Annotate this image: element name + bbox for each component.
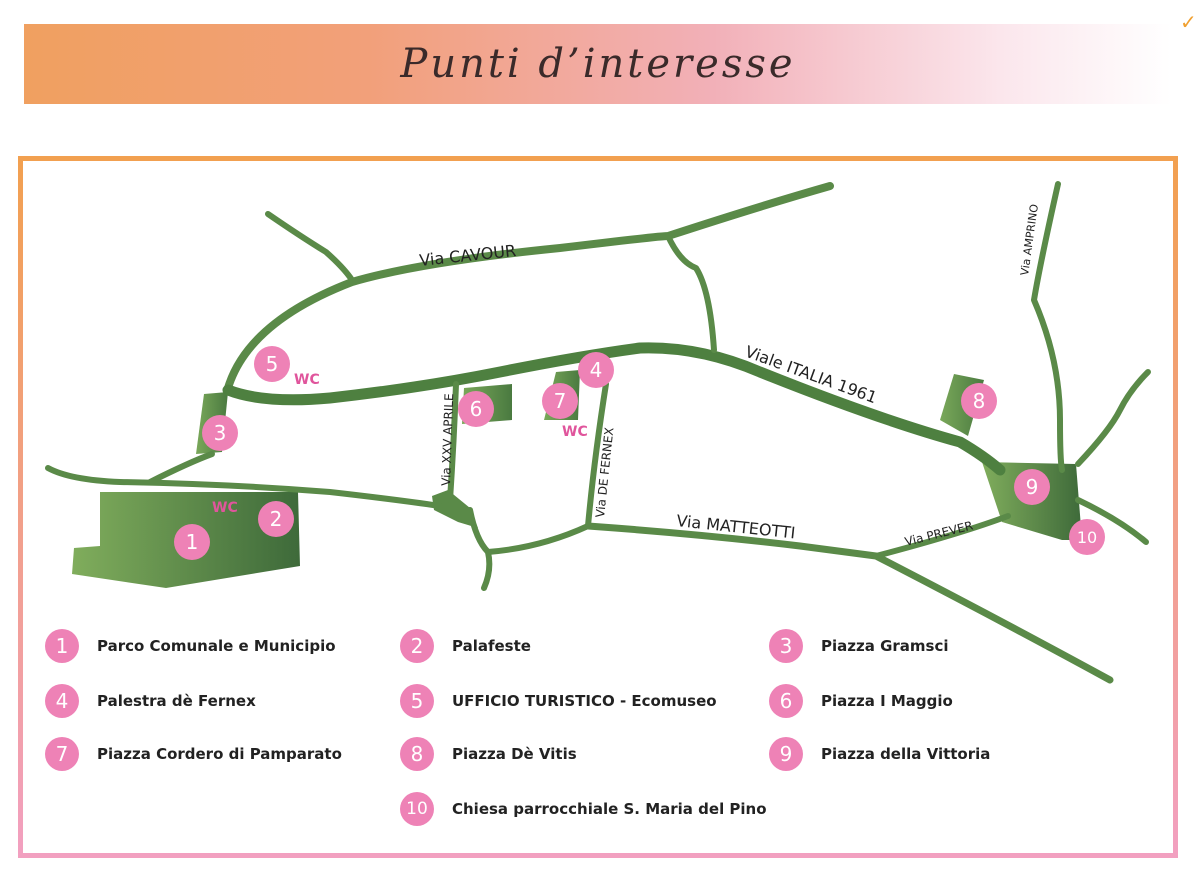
road-italia xyxy=(222,342,1006,476)
legend-badge: 10 xyxy=(400,792,434,826)
road-prever xyxy=(873,513,1011,559)
legend-badge: 9 xyxy=(769,737,803,771)
map-marker-8-label: 8 xyxy=(973,389,986,413)
map-marker-3[interactable]: 3 xyxy=(202,415,238,451)
legend-label: UFFICIO TURISTICO - Ecomuseo xyxy=(452,692,717,710)
map-marker-2[interactable]: 2 xyxy=(258,501,294,537)
road-south xyxy=(467,507,493,591)
legend-item-10: 10 Chiesa parrocchiale S. Maria del Pino xyxy=(400,791,767,827)
map-roads xyxy=(45,181,1151,684)
street-labels: Via CAVOUR Viale ITALIA 1961 Via XXV APR… xyxy=(418,203,1041,549)
map-marker-1[interactable]: 1 xyxy=(174,524,210,560)
map-marker-4-label: 4 xyxy=(590,358,603,382)
legend-label: Parco Comunale e Municipio xyxy=(97,637,336,655)
legend-item-5: 5 UFFICIO TURISTICO - Ecomuseo xyxy=(400,683,717,719)
legend-item-4: 4 Palestra dè Fernex xyxy=(45,683,256,719)
map-frame xyxy=(18,156,1178,858)
road-gramsci-link xyxy=(147,451,215,485)
legend-item-1: 1 Parco Comunale e Municipio xyxy=(45,628,336,664)
legend-item-2: 2 Palafeste xyxy=(400,628,531,664)
legend-item-8: 8 Piazza Dè Vitis xyxy=(400,736,577,772)
legend-label: Piazza Gramsci xyxy=(821,637,949,655)
wc-label: WC xyxy=(294,372,320,388)
map-marker-2-label: 2 xyxy=(270,507,283,531)
map-marker-9-label: 9 xyxy=(1026,475,1039,499)
map-marker-7[interactable]: 7 xyxy=(542,383,578,419)
title-banner: Punti d’interesse xyxy=(24,24,1172,104)
road-west xyxy=(45,465,443,509)
legend-label: Chiesa parrocchiale S. Maria del Pino xyxy=(452,800,767,818)
legend-label: Piazza Dè Vitis xyxy=(452,745,577,763)
road-xxv-aprile xyxy=(447,381,459,503)
road-east xyxy=(1075,497,1149,545)
legend-item-9: 9 Piazza della Vittoria xyxy=(769,736,990,772)
legend-badge: 4 xyxy=(45,684,79,718)
legend-badge: 6 xyxy=(769,684,803,718)
map-marker-4[interactable]: 4 xyxy=(578,352,614,388)
wc-label: WC xyxy=(562,424,588,440)
legend-item-7: 7 Piazza Cordero di Pamparato xyxy=(45,736,342,772)
map-marker-9[interactable]: 9 xyxy=(1014,469,1050,505)
map-marker-10[interactable]: 10 xyxy=(1069,519,1105,555)
road-cavour xyxy=(224,182,834,392)
map-marker-1-label: 1 xyxy=(186,530,199,554)
legend-badge: 5 xyxy=(400,684,434,718)
map-marker-8[interactable]: 8 xyxy=(961,383,997,419)
legend-item-3: 3 Piazza Gramsci xyxy=(769,628,949,664)
map-marker-10-label: 10 xyxy=(1077,528,1097,547)
legend-badge: 7 xyxy=(45,737,79,771)
road-amprino xyxy=(1031,181,1065,473)
legend-label: Piazza I Maggio xyxy=(821,692,953,710)
legend-badge: 8 xyxy=(400,737,434,771)
legend-badge: 2 xyxy=(400,629,434,663)
legend-item-6: 6 Piazza I Maggio xyxy=(769,683,953,719)
road-cavour-spur xyxy=(265,211,355,283)
road-ne-branch xyxy=(1075,369,1151,467)
legend-badge: 3 xyxy=(769,629,803,663)
legend-badge: 1 xyxy=(45,629,79,663)
road-cavour-link xyxy=(665,233,717,353)
map-marker-5-label: 5 xyxy=(266,352,279,376)
legend-label: Palestra dè Fernex xyxy=(97,692,256,710)
legend-label: Piazza della Vittoria xyxy=(821,745,991,763)
street-label-xxv-aprile: Via XXV APRILE xyxy=(439,393,456,486)
map-markers: 1 2 3 4 5 6 7 8 9 10 xyxy=(174,346,1105,560)
map-marker-6[interactable]: 6 xyxy=(458,391,494,427)
map-marker-6-label: 6 xyxy=(470,397,483,421)
road-south-curve xyxy=(485,523,591,555)
street-label-cavour: Via CAVOUR xyxy=(418,241,517,270)
map-marker-3-label: 3 xyxy=(214,421,227,445)
legend-label: Piazza Cordero di Pamparato xyxy=(97,745,342,763)
legend-label: Palafeste xyxy=(452,637,531,655)
wc-label: WC xyxy=(212,500,238,516)
map-marker-7-label: 7 xyxy=(554,389,567,413)
page-title: Punti d’interesse xyxy=(400,41,796,87)
wc-labels: WC WC WC xyxy=(212,372,588,516)
map-marker-5[interactable]: 5 xyxy=(254,346,290,382)
area-piazza-xxv xyxy=(432,490,478,528)
road-matteotti xyxy=(584,522,1114,684)
check-icon: ✓ xyxy=(1180,10,1197,34)
road-de-fernex xyxy=(585,381,609,529)
street-label-prever: Via PREVER xyxy=(903,518,974,548)
